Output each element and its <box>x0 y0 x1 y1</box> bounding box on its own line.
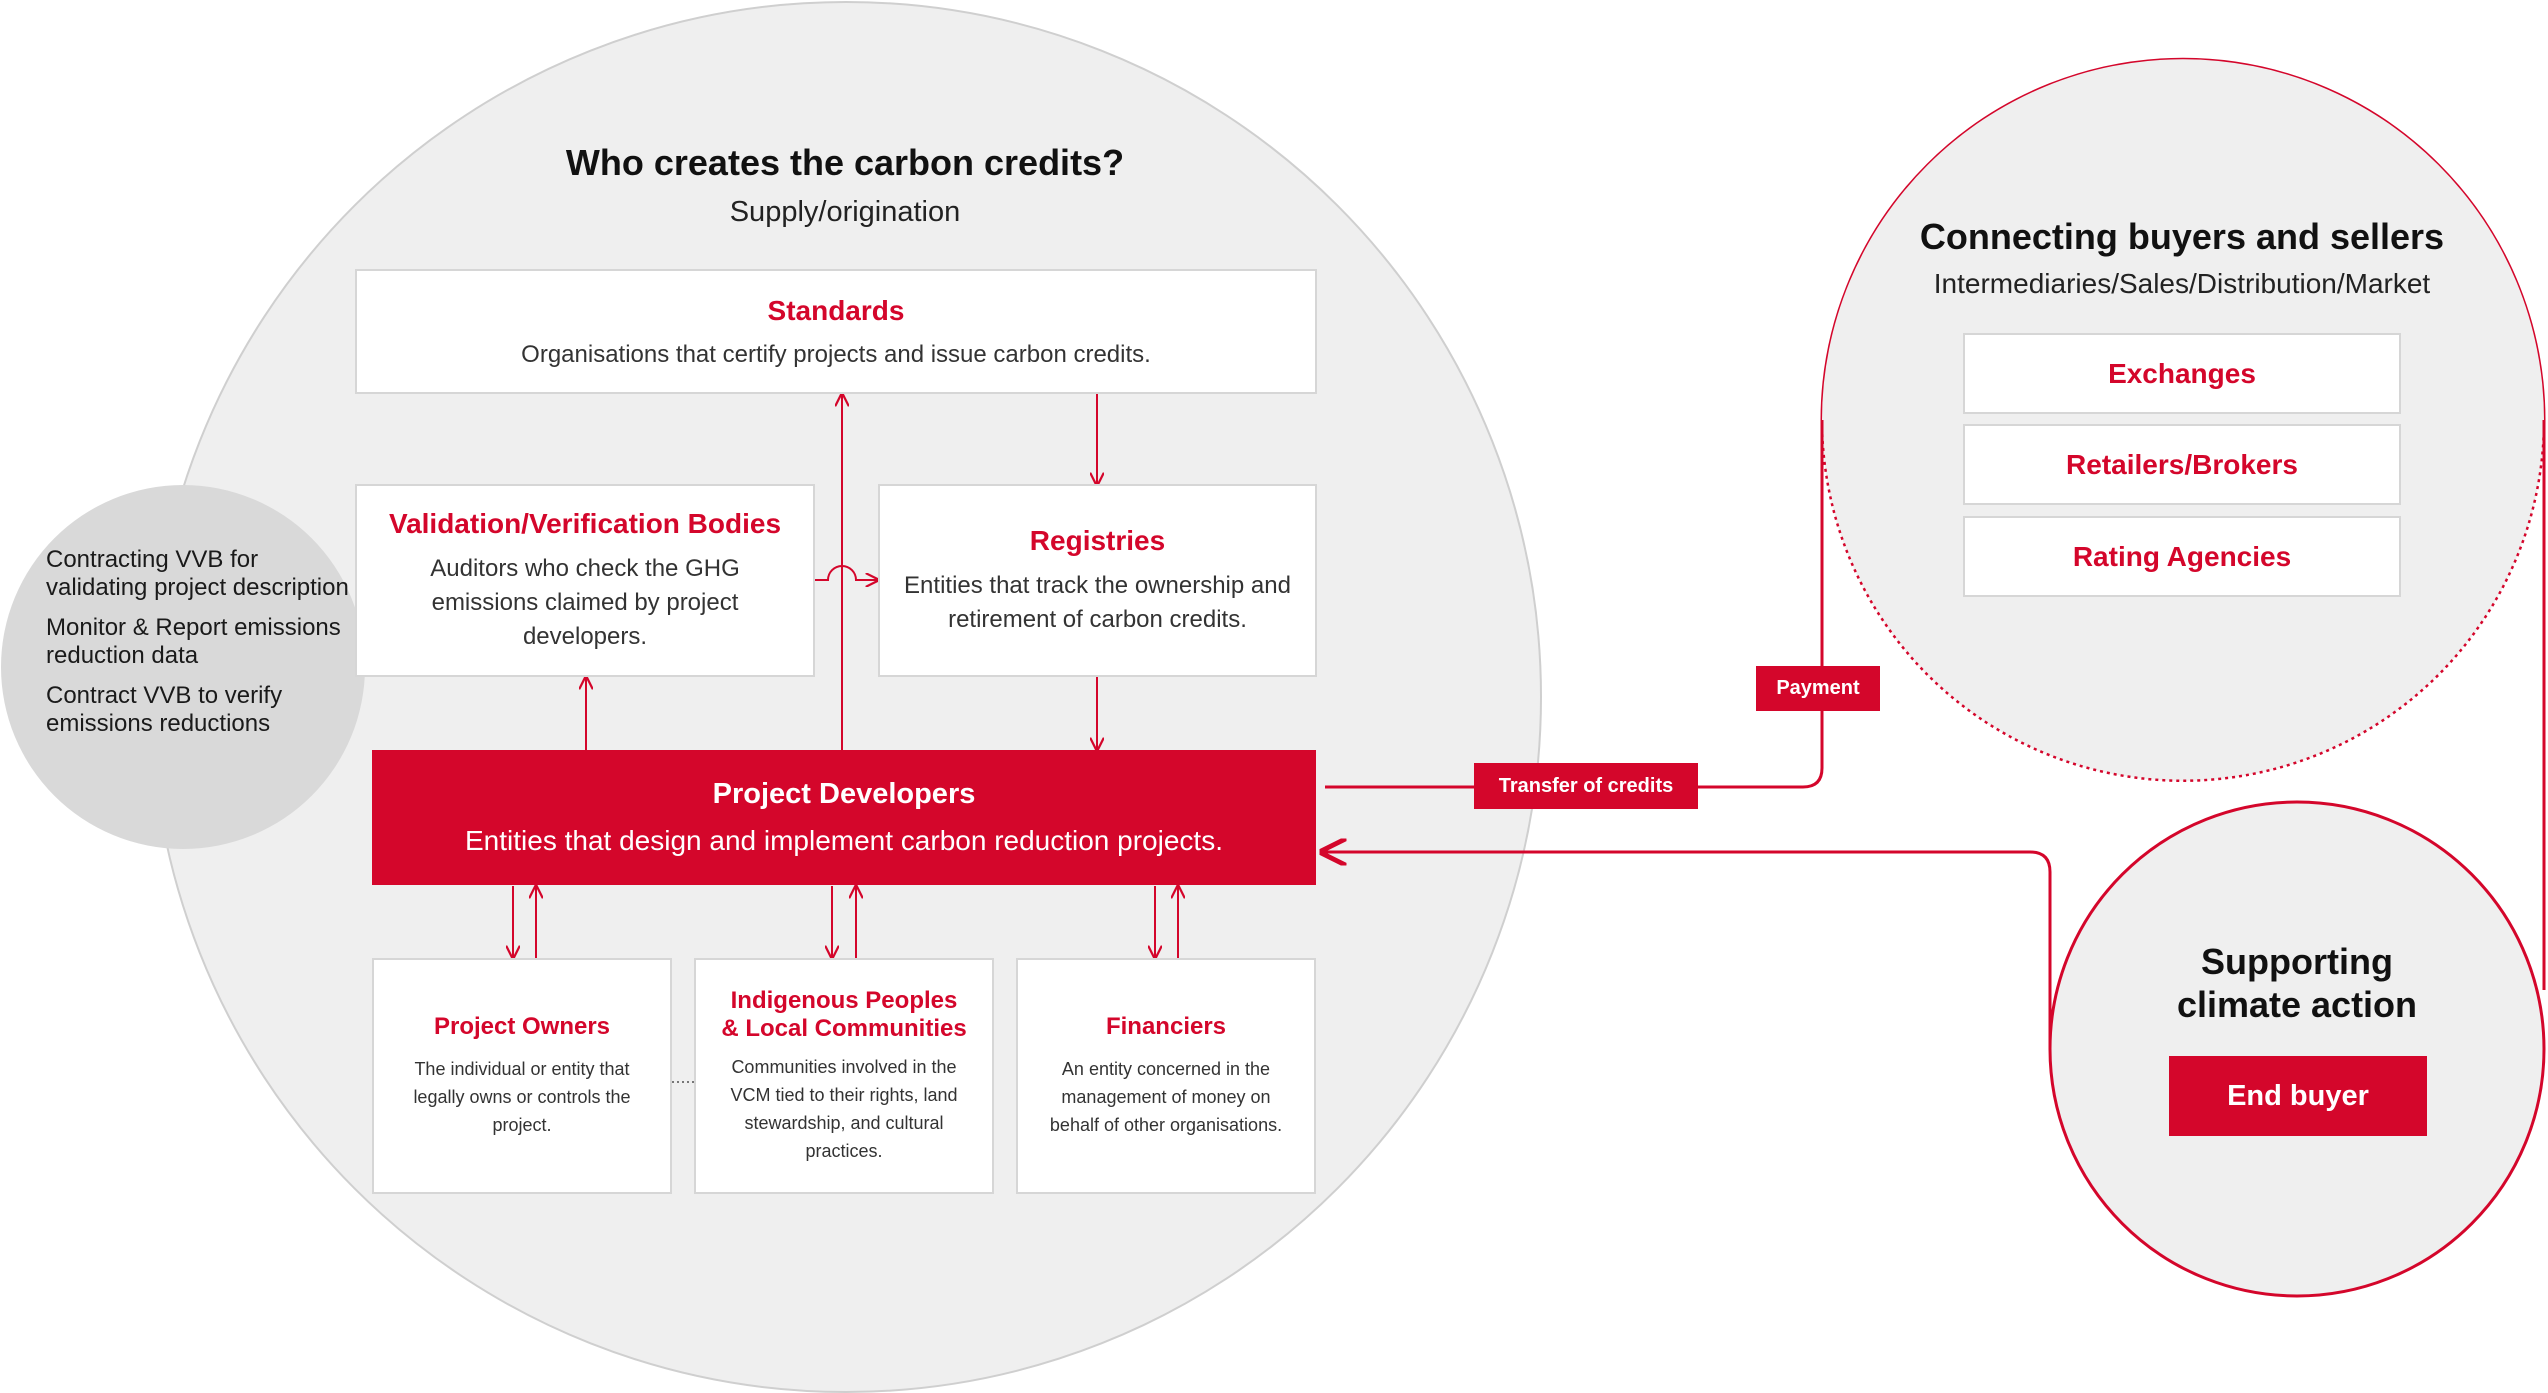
project-developers-box[interactable]: Project Developers Entities that design … <box>372 750 1316 885</box>
demand-circle <box>2048 800 2546 1298</box>
indigenous-box[interactable]: Indigenous Peoples & Local Communities C… <box>694 958 994 1194</box>
indigenous-desc: Communities involved in the VCM tied to … <box>730 1057 958 1161</box>
financiers-title: Financiers <box>1105 1013 1227 1040</box>
arrow-vvb-registries <box>815 565 878 580</box>
transfer-label: Transfer of credits <box>1474 763 1698 809</box>
market-circle-solid <box>1820 57 2546 421</box>
side-circle <box>1 485 365 849</box>
vvb-box[interactable]: Validation/Verification Bodies Auditors … <box>355 484 815 677</box>
financiers-desc: An entity concerned in the management of… <box>1049 1059 1283 1135</box>
project-owners-box[interactable]: Project Owners The individual or entity … <box>372 958 672 1194</box>
owners-desc: The individual or entity that legally ow… <box>413 1059 631 1135</box>
demand-heading-line2: climate action <box>2176 984 2418 1025</box>
market-circle-fill <box>1822 59 2544 781</box>
standards-box[interactable]: Standards Organisations that certify pro… <box>355 269 1317 394</box>
owners-title: Project Owners <box>433 1013 611 1040</box>
market-subheading: Intermediaries/Sales/Distribution/Market <box>1933 268 2431 299</box>
market-heading: Connecting buyers and sellers <box>1919 216 2445 257</box>
supply-subheading: Supply/origination <box>729 196 961 228</box>
rating-agencies-label: Rating Agencies <box>2072 540 2292 572</box>
indigenous-title-1: Indigenous Peoples <box>730 987 958 1014</box>
demand-heading-line1: Supporting <box>2201 941 2393 982</box>
side-item: Monitor & Report emissions reduction dat… <box>46 614 341 669</box>
market-circle-dotted <box>1820 419 2546 783</box>
indigenous-title-2: & Local Communities <box>721 1015 967 1042</box>
side-item: Contracting VVB for validating project d… <box>46 546 349 601</box>
rating-agencies-box[interactable]: Rating Agencies <box>1963 516 2401 597</box>
developers-title: Project Developers <box>712 778 976 810</box>
registries-desc: Entities that track the ownership and re… <box>904 571 1291 633</box>
developers-desc: Entities that design and implement carbo… <box>465 825 1223 856</box>
standards-title: Standards <box>767 294 905 326</box>
vvb-desc: Auditors who check the GHG emissions cla… <box>430 554 740 650</box>
end-buyer-button[interactable]: End buyer <box>2169 1056 2427 1136</box>
standards-desc: Organisations that certify projects and … <box>521 340 1151 368</box>
flow-payment <box>1322 852 2052 1049</box>
flow-transfer <box>1325 420 1824 789</box>
registries-box[interactable]: Registries Entities that track the owner… <box>878 484 1317 677</box>
retailers-label: Retailers/Brokers <box>2066 448 2298 480</box>
financiers-box[interactable]: Financiers An entity concerned in the ma… <box>1016 958 1316 1194</box>
payment-label: Payment <box>1756 666 1880 711</box>
exchanges-label: Exchanges <box>2108 357 2256 389</box>
supply-heading: Who creates the carbon credits? <box>565 142 1125 183</box>
side-list: Contracting VVB for validating project d… <box>46 546 356 738</box>
registries-title: Registries <box>1029 524 1166 556</box>
exchanges-box[interactable]: Exchanges <box>1963 333 2401 414</box>
retailers-box[interactable]: Retailers/Brokers <box>1963 424 2401 505</box>
vvb-title: Validation/Verification Bodies <box>388 507 782 539</box>
demand-heading: Supporting climate action <box>2110 940 2484 1026</box>
side-item: Contract VVB to verify emissions reducti… <box>46 682 283 737</box>
